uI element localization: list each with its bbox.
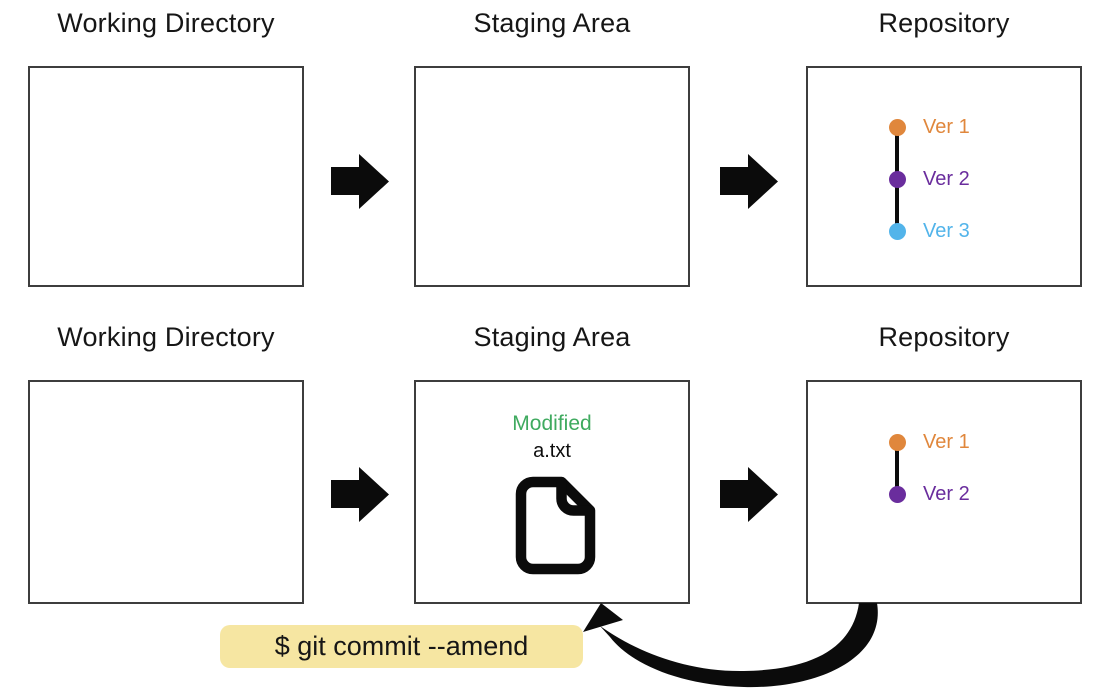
title-working-directory-row2: Working Directory bbox=[57, 322, 275, 352]
commit-label: Ver 2 bbox=[923, 483, 970, 505]
commit-ver1: Ver 1 bbox=[889, 116, 970, 139]
git-command-text: $ git commit --amend bbox=[274, 631, 529, 661]
arrow-right-icon bbox=[331, 467, 389, 522]
commit-label: Ver 2 bbox=[923, 168, 970, 190]
commit-dot bbox=[889, 486, 906, 503]
arrow-right-icon bbox=[331, 154, 389, 209]
working-directory-box-row1 bbox=[28, 66, 304, 287]
commit-ver2: Ver 2 bbox=[889, 168, 970, 191]
commit-dot bbox=[889, 119, 906, 136]
title-repository-row1: Repository bbox=[878, 8, 1010, 38]
staging-area-box-row1 bbox=[414, 66, 690, 287]
file-status-label: Modified bbox=[512, 412, 592, 435]
commit-ver2: Ver 2 bbox=[889, 483, 970, 506]
commit-line bbox=[895, 440, 899, 492]
commit-ver1: Ver 1 bbox=[889, 431, 970, 454]
repository-box-row2: Ver 1 Ver 2 bbox=[806, 380, 1082, 604]
arrow-right-icon bbox=[720, 154, 778, 209]
commit-ver3: Ver 3 bbox=[889, 220, 970, 243]
file-name-label: a.txt bbox=[533, 440, 571, 462]
commit-label: Ver 3 bbox=[923, 220, 970, 242]
commit-label: Ver 1 bbox=[923, 116, 970, 138]
title-repository-row2: Repository bbox=[878, 322, 1010, 352]
title-staging-area-row2: Staging Area bbox=[473, 322, 631, 352]
file-icon bbox=[512, 476, 596, 575]
title-staging-area-row1: Staging Area bbox=[473, 8, 631, 38]
commit-label: Ver 1 bbox=[923, 431, 970, 453]
title-working-directory-row1: Working Directory bbox=[57, 8, 275, 38]
commit-dot bbox=[889, 223, 906, 240]
arrow-right-icon bbox=[720, 467, 778, 522]
commit-dot bbox=[889, 171, 906, 188]
git-command-badge: $ git commit --amend bbox=[220, 625, 583, 668]
working-directory-box-row2 bbox=[28, 380, 304, 604]
staging-area-box-row2: Modified a.txt bbox=[414, 380, 690, 604]
repository-box-row1: Ver 1 Ver 2 Ver 3 bbox=[806, 66, 1082, 287]
commit-dot bbox=[889, 434, 906, 451]
